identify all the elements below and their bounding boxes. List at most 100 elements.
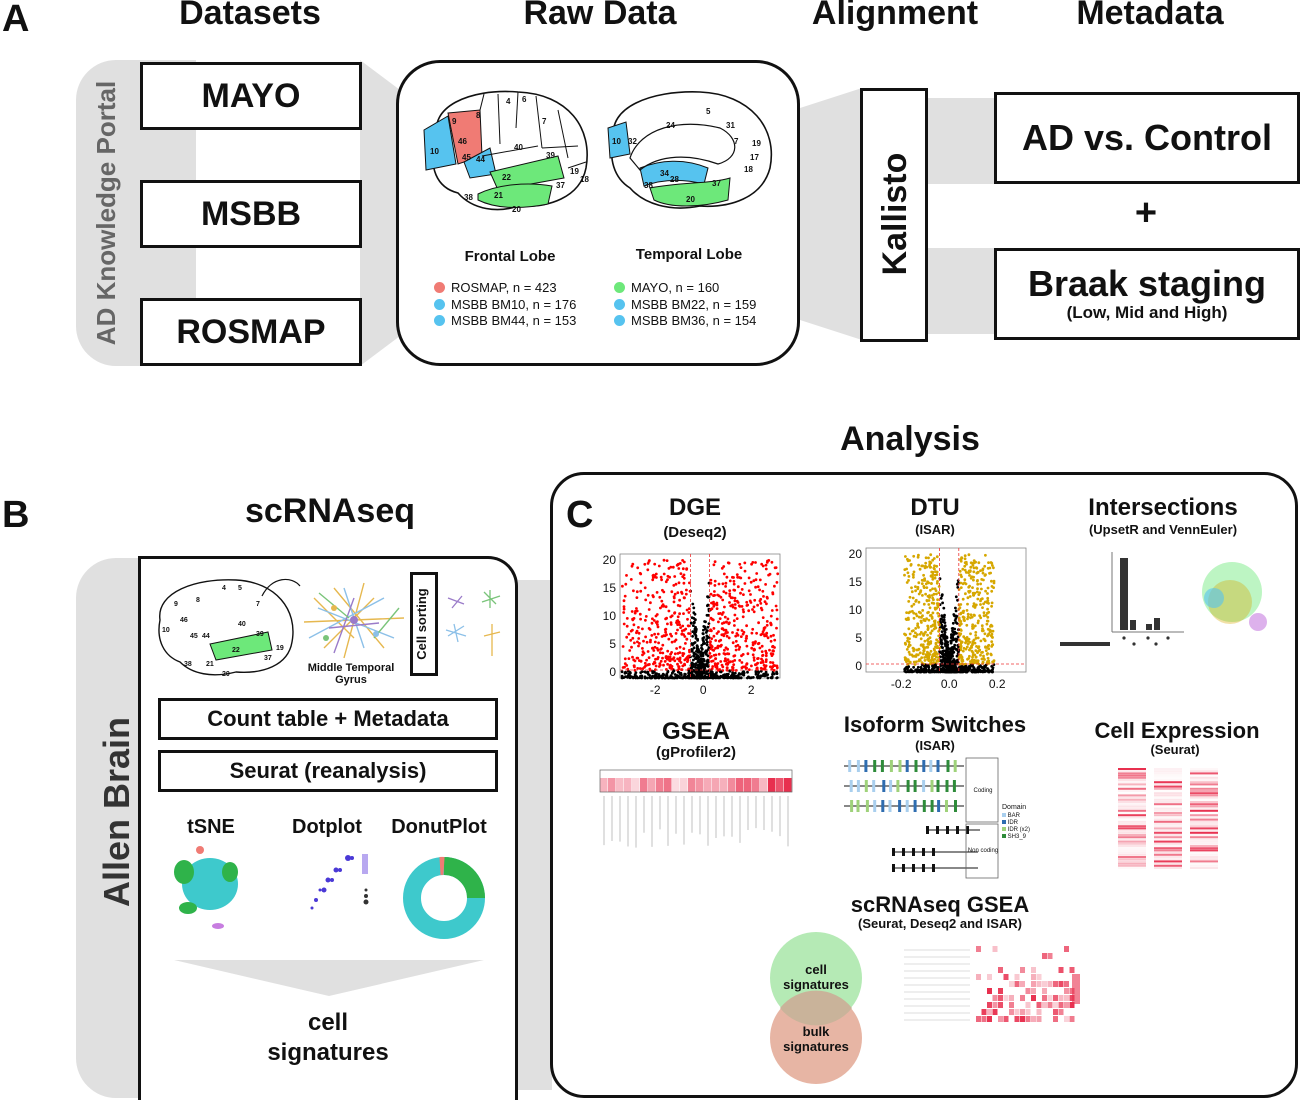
volcano-point	[697, 649, 701, 652]
svg-text:44: 44	[476, 155, 485, 164]
heatmap-cell	[1190, 772, 1218, 775]
volcano-point	[945, 665, 949, 669]
heatmap-cell	[1003, 1016, 1009, 1022]
volcano-point	[768, 572, 772, 576]
volcano-point	[979, 599, 982, 603]
svg-text:28: 28	[670, 175, 679, 184]
svg-text:39: 39	[546, 151, 555, 160]
heatmap-cell	[1190, 790, 1218, 792]
legend-label: MSBB BM22, n = 159	[631, 297, 757, 312]
volcano-point	[958, 623, 962, 626]
volcano-point	[668, 664, 672, 668]
domain-swatch	[1002, 834, 1006, 838]
heatmap-cell	[1190, 827, 1218, 830]
volcano-point	[691, 624, 695, 627]
volcano-point	[739, 566, 743, 569]
volcano-point	[985, 622, 989, 626]
heatmap-cell	[1064, 981, 1069, 987]
volcano-point	[725, 634, 729, 638]
volcano-point	[677, 581, 681, 585]
volcano-point	[712, 653, 716, 657]
volcano-point	[773, 584, 776, 588]
volcano-point	[941, 655, 945, 659]
volcano-point	[721, 598, 725, 602]
volcano-point	[622, 599, 626, 603]
volcano-point	[705, 643, 709, 647]
volcano-point	[979, 616, 983, 620]
volcano-point	[928, 595, 932, 599]
heatmap-cell	[1190, 853, 1218, 856]
volcano-point	[956, 644, 960, 647]
volcano-point	[745, 663, 748, 666]
heatmap-cell	[1118, 840, 1146, 843]
volcano-point	[761, 589, 765, 593]
heatmap-cell	[1031, 974, 1036, 980]
svg-text:5: 5	[238, 585, 242, 592]
volcano-point	[728, 594, 732, 598]
volcano-point	[916, 665, 920, 669]
heatmap-cell	[1118, 809, 1146, 812]
volcano-point	[679, 572, 683, 575]
volcano-point	[959, 611, 963, 615]
volcano-point	[903, 656, 907, 659]
volcano-point	[961, 597, 965, 601]
volcano-point	[952, 614, 956, 617]
volcano-point	[905, 581, 909, 584]
volcano-point	[738, 672, 742, 676]
svg-text:40: 40	[238, 621, 246, 628]
volcano-point	[720, 627, 724, 631]
volcano-point	[929, 631, 932, 635]
volcano-point	[645, 658, 648, 662]
legend-frontal-rosmap: ROSMAP, n = 423	[434, 280, 557, 295]
volcano-point	[678, 612, 681, 616]
domain-legend: BAR IDR IDR (x2) SH3_9	[1002, 813, 1030, 841]
volcano-point	[666, 574, 670, 578]
volcano-point	[974, 636, 978, 640]
svg-text:45: 45	[462, 153, 471, 162]
volcano-point	[621, 666, 625, 669]
donutplot-title: DonutPlot	[391, 816, 487, 838]
volcano-point	[924, 556, 928, 560]
volcano-point	[967, 637, 971, 641]
heatmap-cell	[1154, 818, 1182, 821]
volcano-point	[733, 624, 736, 627]
volcano-point	[770, 560, 774, 564]
volcano-point	[663, 676, 667, 680]
volcano-point	[979, 639, 983, 643]
volcano-point	[935, 564, 939, 568]
venneuler-plot	[1202, 562, 1267, 631]
legend-dot	[614, 282, 625, 293]
volcano-point	[770, 675, 774, 679]
volcano-point	[666, 622, 669, 626]
volcano-point	[949, 656, 953, 659]
volcano-point	[754, 578, 758, 582]
volcano-point	[986, 619, 990, 623]
exon	[952, 780, 956, 792]
volcano-point	[732, 663, 736, 666]
heatmap-cell	[1118, 860, 1146, 863]
volcano-point	[911, 646, 915, 650]
volcano-point	[946, 643, 950, 647]
volcano-point	[984, 663, 988, 667]
heatmap-cell	[1190, 786, 1218, 788]
volcano-point	[761, 674, 765, 677]
volcano-point	[717, 582, 721, 586]
heatmap-cell	[1025, 1009, 1031, 1015]
exon	[922, 800, 926, 812]
volcano-point	[674, 638, 678, 642]
heatmap-cell	[976, 946, 981, 952]
heatmap-cell	[1009, 995, 1014, 1001]
volcano-point	[930, 615, 934, 619]
volcano-point	[639, 671, 643, 674]
volcano-point	[928, 653, 932, 656]
volcano-point	[743, 561, 747, 565]
volcano-point	[734, 648, 738, 652]
volcano-point	[646, 562, 650, 565]
volcano-point	[768, 648, 771, 652]
volcano-point	[764, 658, 768, 662]
volcano-point	[632, 664, 636, 668]
heatmap-cell	[1020, 981, 1025, 987]
volcano-point	[959, 648, 963, 652]
volcano-point	[731, 631, 734, 634]
